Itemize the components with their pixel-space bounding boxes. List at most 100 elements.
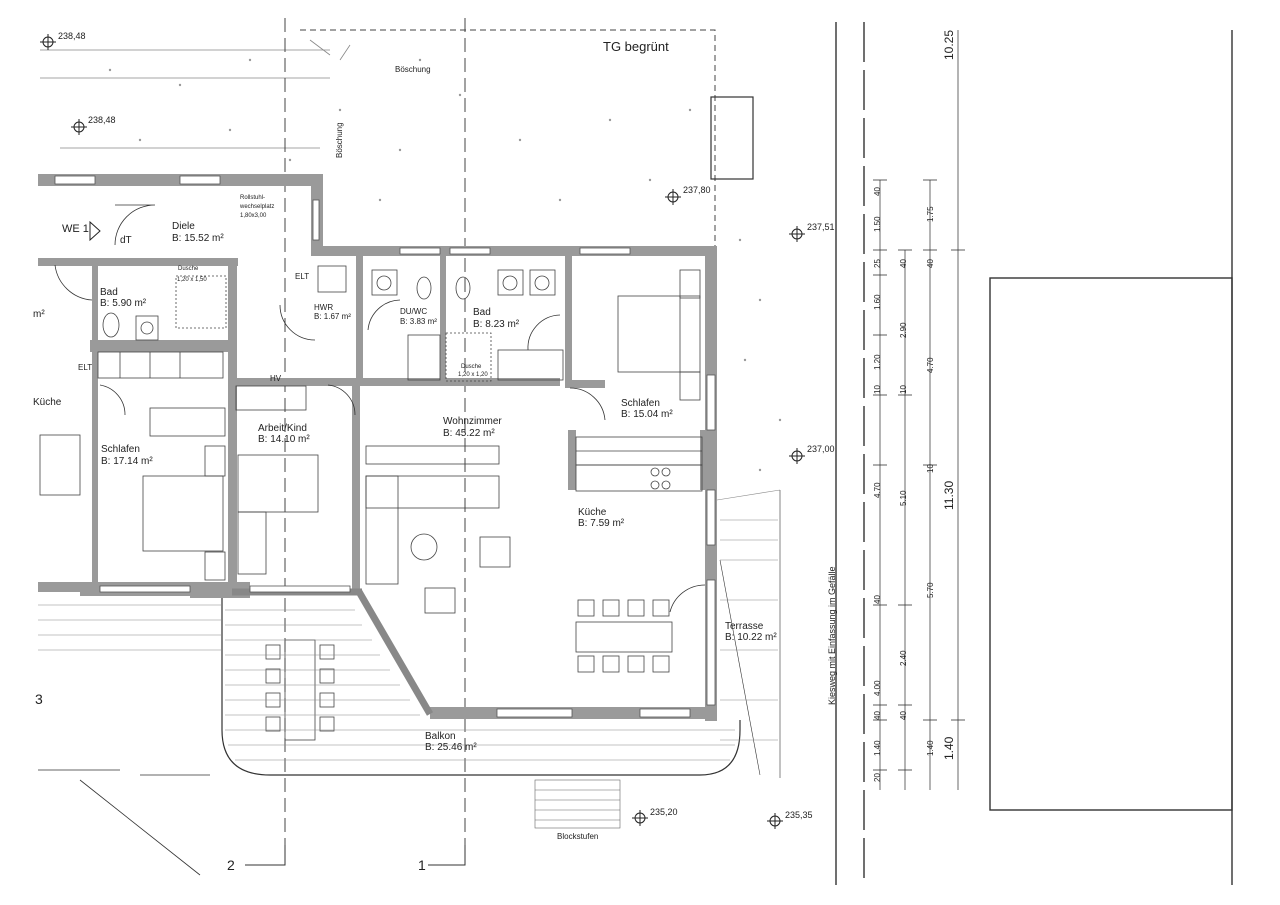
room-name-arbeit: Arbeit/Kind (258, 423, 307, 434)
room-area-kueche: B: 7.59 m² (578, 518, 625, 529)
dim-label: 4.00 (873, 680, 882, 696)
room-name-schlafen-left: Schlafen (101, 444, 140, 455)
room-area-arbeit: B: 14.10 m² (258, 434, 310, 445)
dim-label: 25 (873, 259, 882, 268)
rollstuhl-line2: wechselplatz (240, 204, 275, 210)
level-marker (632, 810, 648, 826)
dim-label: 5.10 (899, 490, 908, 506)
slope-label-top: Böschung (395, 65, 431, 74)
entrance-arrow (89, 220, 101, 242)
dim-label: 4.70 (873, 482, 882, 498)
room-name-wohnzimmer: Wohnzimmer (443, 416, 502, 427)
dim-label: 40 (926, 259, 935, 268)
level-label: 237,00 (807, 444, 835, 454)
tg-skylight (710, 96, 754, 180)
dim-label-outer: 11.30 (942, 480, 956, 510)
site-edges (835, 22, 1233, 885)
block-steps (534, 779, 621, 829)
room-name-hwr: HWR (314, 303, 334, 312)
dim-label: 2.90 (899, 322, 908, 338)
level-label: 237,80 (683, 185, 711, 195)
dusche-mid-size: 1,20 x 1,20 (458, 372, 488, 378)
tg-outline (300, 29, 716, 250)
dim-label: 1.40 (926, 740, 935, 756)
windows (54, 175, 716, 718)
angled-walls (232, 588, 434, 716)
level-marker (71, 119, 87, 135)
dim-label: 1.20 (873, 354, 882, 370)
room-name-schlafen-right: Schlafen (621, 398, 660, 409)
room-area-fragment: m² (33, 309, 45, 320)
dim-label: 40 (873, 187, 882, 196)
slope-label-side: Böschung (335, 122, 344, 158)
level-markers (40, 34, 805, 829)
level-marker (665, 189, 681, 205)
dusche-left-size: 1,20 x 1,50 (177, 277, 207, 283)
dim-label: 40 (873, 595, 882, 604)
level-marker (40, 34, 56, 50)
dim-label: 10 (899, 385, 908, 394)
dim-label: 2.40 (899, 650, 908, 666)
room-name-bad-left: Bad (100, 287, 118, 298)
dim-label: 20 (873, 773, 882, 782)
room-area-balkon: B: 25.46 m² (425, 742, 477, 753)
room-name-diele: Diele (172, 221, 195, 232)
dim-label: 1.75 (926, 206, 935, 222)
dim-label: 1.50 (873, 216, 882, 232)
room-area-bad-left: B: 5.90 m² (100, 298, 147, 309)
rollstuhl-line3: 1,80x3,00 (240, 213, 267, 219)
dusche-left-name: Dusche (178, 266, 199, 272)
hv-mark: HV (270, 374, 282, 383)
room-name-duwc: DU/WC (400, 307, 428, 316)
level-label: 235,35 (785, 810, 813, 820)
level-marker (767, 813, 783, 829)
lower-left-lines (38, 769, 210, 876)
dim-label: 10 (926, 464, 935, 473)
room-area-bad-mid: B: 8.23 m² (473, 319, 520, 330)
axis-label-1: 1 (418, 857, 426, 873)
level-label: 238,48 (58, 31, 86, 41)
room-area-schlafen-right: B: 15.04 m² (621, 409, 673, 420)
room-area-terrasse: B: 10.22 m² (725, 632, 777, 643)
level-label: 237,51 (807, 222, 835, 232)
rollstuhl-line1: Rollstuhl- (240, 195, 266, 201)
level-label: 238,48 (88, 115, 116, 125)
elt-mark-2: ELT (78, 363, 93, 372)
dim-label-outer: 1.40 (942, 736, 956, 760)
dusche-mid-name: Dusche (461, 364, 482, 370)
axis-markers (245, 845, 466, 866)
room-area-diele: B: 15.52 m² (172, 233, 224, 244)
room-area-duwc: B: 3.83 m² (400, 317, 437, 326)
garden-hatch (108, 58, 782, 472)
room-name-kueche-left: Küche (33, 397, 62, 408)
room-area-wohnzimmer: B: 45.22 m² (443, 428, 495, 439)
room-area-schlafen-left: B: 17.14 m² (101, 456, 153, 467)
dim-label: 1.40 (873, 740, 882, 756)
level-marker (789, 226, 805, 242)
unit-label: WE 1 (62, 223, 89, 235)
furniture (39, 265, 703, 741)
tg-label: TG begrünt (603, 39, 669, 54)
dim-label: 10 (873, 385, 882, 394)
room-name-bad-mid: Bad (473, 307, 491, 318)
dim-label: 5.70 (926, 582, 935, 598)
blockstufen-label: Blockstufen (557, 832, 599, 841)
level-marker (789, 448, 805, 464)
door-swings (54, 204, 706, 613)
room-area-hwr: B: 1.67 m² (314, 312, 351, 321)
elt-mark-1: ELT (295, 272, 310, 281)
room-name-terrasse: Terrasse (725, 621, 764, 632)
dim-label: 4.70 (926, 357, 935, 373)
kiesweg-label: Kiesweg mit Einfassung im Gefälle (827, 566, 837, 705)
balcony-deck (38, 489, 781, 778)
room-name-balkon: Balkon (425, 731, 456, 742)
axis-label-2: 2 (227, 857, 235, 873)
dim-label: 40 (899, 259, 908, 268)
level-label: 235,20 (650, 807, 678, 817)
room-name-kueche: Küche (578, 507, 607, 518)
slope-lines (40, 39, 351, 149)
dim-label: 1.60 (873, 294, 882, 310)
door-type-label: dT (120, 235, 132, 246)
dim-label-outer: 10.25 (942, 29, 956, 60)
